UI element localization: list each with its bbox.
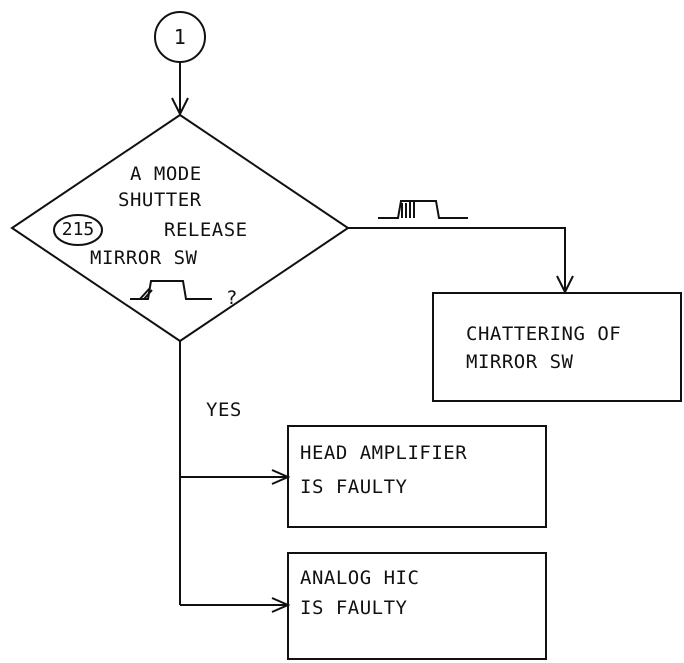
chattering-waveform-icon [378,200,468,219]
decision-ref-215: 215 [61,219,95,240]
analog-hic-line-2: IS FAULTY [300,597,408,619]
chattering-line-2: MIRROR SW [466,351,574,373]
yes-label: YES [206,399,242,421]
connector-label: 1 [173,25,187,49]
pulse-edge-mark [143,289,153,300]
analog-hic-line-1: ANALOG HIC [300,567,420,589]
result-box-head-amp [287,425,547,528]
head-amp-line-1: HEAD AMPLIFIER [300,442,468,464]
result-box-chattering [432,292,682,402]
decision-line-release: RELEASE [164,219,248,241]
result-box-analog-hic [287,552,547,660]
branch-line-right [348,227,566,292]
decision-line-shutter: SHUTTER [118,189,202,211]
ref-215-ellipse [53,214,103,246]
pulse-edge-mark [139,287,151,300]
decision-line-mode: A MODE [130,163,202,185]
decision-question-mark: ? [226,287,238,309]
chattering-line-1: CHATTERING OF [466,323,622,345]
decision-line-mirror-sw: MIRROR SW [90,247,198,269]
head-amp-line-2: IS FAULTY [300,476,408,498]
